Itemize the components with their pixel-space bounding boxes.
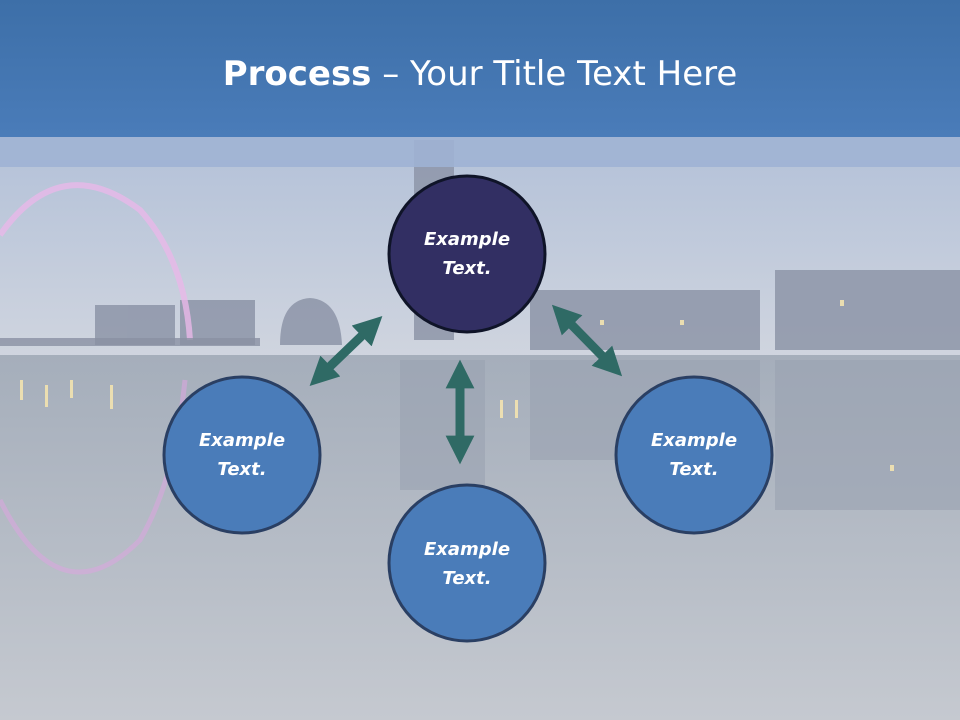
node-right-line2: Text. [669, 459, 719, 480]
arrow-top-left [309, 316, 383, 386]
header-accent-band [0, 137, 960, 167]
arrow-top-right [551, 304, 623, 377]
header-bar [0, 0, 960, 137]
node-top-label: Example Text. [387, 225, 547, 283]
node-bottom [387, 483, 547, 643]
node-bottom-line1: Example [423, 539, 511, 560]
node-bottom-line2: Text. [442, 568, 492, 589]
title-bold: Process [222, 54, 372, 94]
node-top-line2: Text. [442, 258, 492, 279]
node-right-line1: Example [650, 430, 738, 451]
page-title: Process – Your Title Text Here [0, 52, 960, 96]
node-left-line1: Example [198, 430, 286, 451]
node-right-label: Example Text. [614, 426, 774, 484]
node-top-line1: Example [423, 229, 511, 250]
node-left [162, 375, 322, 535]
node-left-line2: Text. [217, 459, 267, 480]
node-right [614, 375, 774, 535]
title-rest: – Your Title Text Here [371, 54, 738, 94]
node-top [387, 174, 547, 334]
node-bottom-label: Example Text. [387, 535, 547, 593]
node-left-label: Example Text. [162, 426, 322, 484]
